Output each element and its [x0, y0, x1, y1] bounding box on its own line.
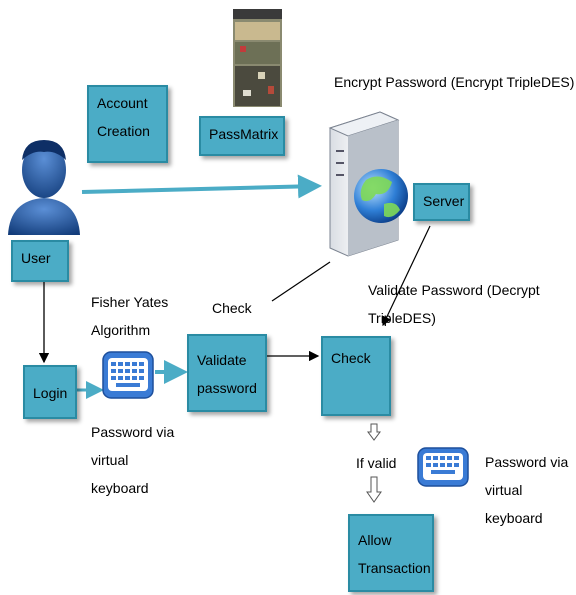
check-box: Check	[321, 336, 391, 416]
fisher-yates-label: Fisher Yates Algorithm	[91, 288, 168, 344]
validate-password-box: Validate password	[187, 334, 267, 412]
account-creation-box: Account Creation	[87, 85, 168, 163]
allow-transaction-box: Allow Transaction	[348, 514, 434, 592]
allow-line2: Transaction	[358, 560, 431, 576]
login-label: Login	[33, 385, 68, 401]
passmatrix-image-icon	[233, 9, 282, 107]
fisher-line2: Algorithm	[91, 322, 151, 338]
account-creation-line1: Account	[97, 95, 148, 111]
pv1-line1: Password via	[91, 424, 175, 440]
server-to-validate-line	[271, 261, 331, 302]
account-creation-line2: Creation	[97, 123, 150, 139]
pv1-line2: virtual	[91, 452, 129, 468]
pv2-line1: Password via	[485, 454, 569, 470]
keyboard-icon	[417, 447, 469, 487]
check-label: Check	[212, 300, 252, 316]
server-to-check-arrow	[382, 225, 431, 327]
server-box: Server	[413, 183, 470, 221]
allow-line1: Allow	[358, 532, 392, 548]
passmatrix-box: PassMatrix	[199, 116, 285, 156]
password-via-virtual-keyboard-label-2: Password via virtual keyboard	[485, 448, 568, 532]
validate-line2: password	[197, 380, 257, 396]
check-box-label: Check	[331, 350, 371, 366]
if-valid-label: If valid	[356, 455, 397, 471]
login-box: Login	[23, 365, 77, 419]
pv2-line2: virtual	[485, 482, 523, 498]
validate-line1: Validate	[197, 352, 247, 368]
keyboard-icon	[102, 351, 154, 399]
check-to-ifvalid-arrow	[367, 423, 381, 441]
user-box: User	[11, 240, 69, 282]
user-to-server-arrow	[81, 174, 322, 199]
encrypt-password-label: Encrypt Password (Encrypt TripleDES)	[334, 74, 575, 90]
pv2-line3: keyboard	[485, 510, 543, 526]
fisher-line1: Fisher Yates	[91, 294, 169, 310]
validate-decrypt-label: Validate Password (Decrypt TripleDES)	[368, 282, 540, 326]
pv1-line3: keyboard	[91, 480, 149, 496]
password-via-virtual-keyboard-label: Password via virtual keyboard	[91, 418, 174, 502]
server-label: Server	[423, 193, 465, 209]
globe-icon	[354, 169, 408, 223]
ifvalid-to-allow-arrow	[366, 476, 382, 503]
user-label: User	[21, 250, 51, 266]
passmatrix-label: PassMatrix	[209, 126, 279, 142]
user-icon	[8, 140, 80, 235]
